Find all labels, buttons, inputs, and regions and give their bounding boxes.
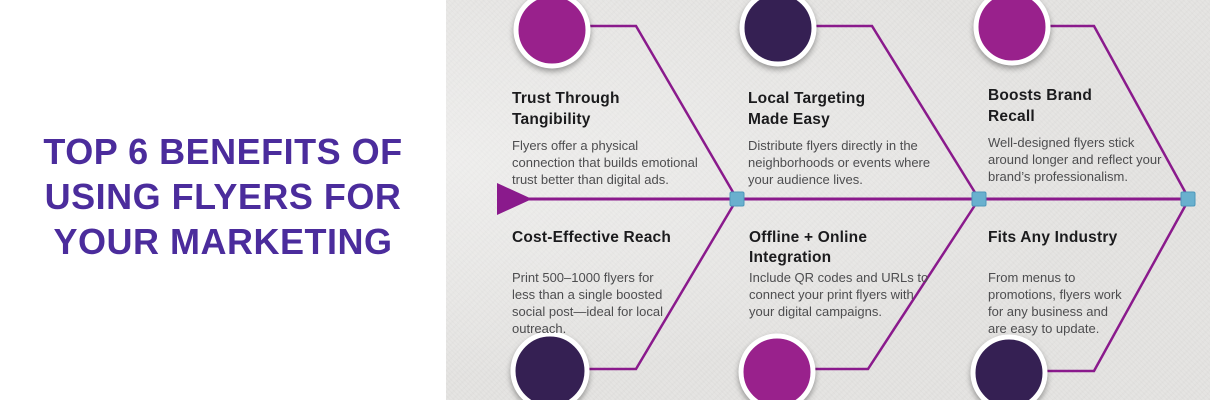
page-title: TOP 6 BENEFITS OF USING FLYERS FOR YOUR … — [0, 129, 446, 264]
description-line: less than a single boosted — [512, 287, 663, 302]
benefit-heading: Cost-Effective Reach — [512, 228, 732, 248]
description-line: your audience lives. — [748, 172, 863, 187]
benefit-description: From menus to promotions, flyers work fo… — [988, 269, 1122, 337]
left-panel: TOP 6 BENEFITS OF USING FLYERS FOR YOUR … — [0, 0, 446, 400]
benefit-circle-6 — [970, 334, 1048, 400]
heading-line: Made Easy — [748, 111, 830, 128]
description-line: Well-designed flyers stick — [988, 135, 1135, 150]
heading-line: Fits Any Industry — [988, 229, 1118, 246]
description-line: promotions, flyers work — [988, 287, 1122, 302]
benefit-description: Well-designed flyers stick around longer… — [988, 134, 1161, 185]
benefit-description: Include QR codes and URLs to connect you… — [749, 269, 928, 320]
benefit-heading: Local Targeting Made Easy — [748, 88, 968, 130]
benefit-circle-5 — [738, 333, 816, 400]
benefit-heading: Trust Through Tangibility — [512, 88, 732, 130]
title-line-2: USING FLYERS FOR — [44, 176, 402, 217]
heading-line: Local Targeting — [748, 90, 866, 107]
description-line: connect your print flyers with — [749, 287, 914, 302]
description-line: social post—ideal for local — [512, 304, 664, 319]
benefit-description: Print 500–1000 flyers for less than a si… — [512, 269, 663, 337]
description-line: Print 500–1000 flyers for — [512, 270, 654, 285]
benefit-circle-4 — [510, 331, 590, 400]
title-line-1: TOP 6 BENEFITS OF — [43, 131, 403, 172]
node-square-3 — [1180, 191, 1196, 207]
benefit-block-fits-any-industry: Fits Any Industry From menus to promotio… — [988, 228, 1208, 336]
benefit-block-boosts-brand-recall: Boosts Brand Recall Well-designed flyers… — [988, 85, 1208, 184]
heading-line: Offline + Online — [749, 229, 868, 246]
description-line: around longer and reflect your — [988, 152, 1162, 167]
heading-line: Recall — [988, 108, 1035, 125]
description-line: Include QR codes and URLs to — [749, 270, 929, 285]
benefit-heading: Boosts Brand Recall — [988, 85, 1208, 127]
benefit-block-local-targeting-made-easy: Local Targeting Made Easy Distribute fly… — [748, 88, 968, 187]
heading-line: Integration — [749, 249, 832, 266]
description-line: for any business and — [988, 304, 1108, 319]
benefit-block-trust-through-tangibility: Trust Through Tangibility Flyers offer a… — [512, 88, 732, 187]
benefit-block-cost-effective-reach: Cost-Effective Reach Print 500–1000 flye… — [512, 228, 732, 336]
description-line: From menus to — [988, 270, 1076, 285]
heading-line: Cost-Effective Reach — [512, 229, 672, 246]
benefit-circle-3 — [973, 0, 1051, 66]
description-line: Distribute flyers directly in the — [748, 138, 918, 153]
benefit-circle-2 — [739, 0, 817, 67]
description-line: Flyers offer a physical — [512, 138, 639, 153]
description-line: neighborhoods or events where — [748, 155, 931, 170]
title-line-3: YOUR MARKETING — [53, 221, 393, 262]
benefit-circle-1 — [513, 0, 591, 69]
heading-line: Trust Through — [512, 90, 620, 107]
heading-line: Tangibility — [512, 111, 591, 128]
benefit-description: Flyers offer a physical connection that … — [512, 137, 698, 188]
description-line: outreach. — [512, 321, 567, 336]
description-line: your digital campaigns. — [749, 304, 882, 319]
heading-line: Boosts Brand — [988, 87, 1093, 104]
description-line: connection that builds emotional — [512, 155, 698, 170]
node-square-2 — [971, 191, 987, 207]
description-line: trust better than digital ads. — [512, 172, 669, 187]
benefit-heading: Offline + Online Integration — [749, 228, 969, 268]
description-line: are easy to update. — [988, 321, 1100, 336]
spine-arrow-icon — [497, 183, 532, 215]
benefit-heading: Fits Any Industry — [988, 228, 1208, 248]
node-square-1 — [729, 191, 745, 207]
description-line: brand’s professionalism. — [988, 169, 1128, 184]
benefit-description: Distribute flyers directly in the neighb… — [748, 137, 930, 188]
benefit-block-offline-online-integration: Offline + Online Integration Include QR … — [749, 228, 969, 319]
